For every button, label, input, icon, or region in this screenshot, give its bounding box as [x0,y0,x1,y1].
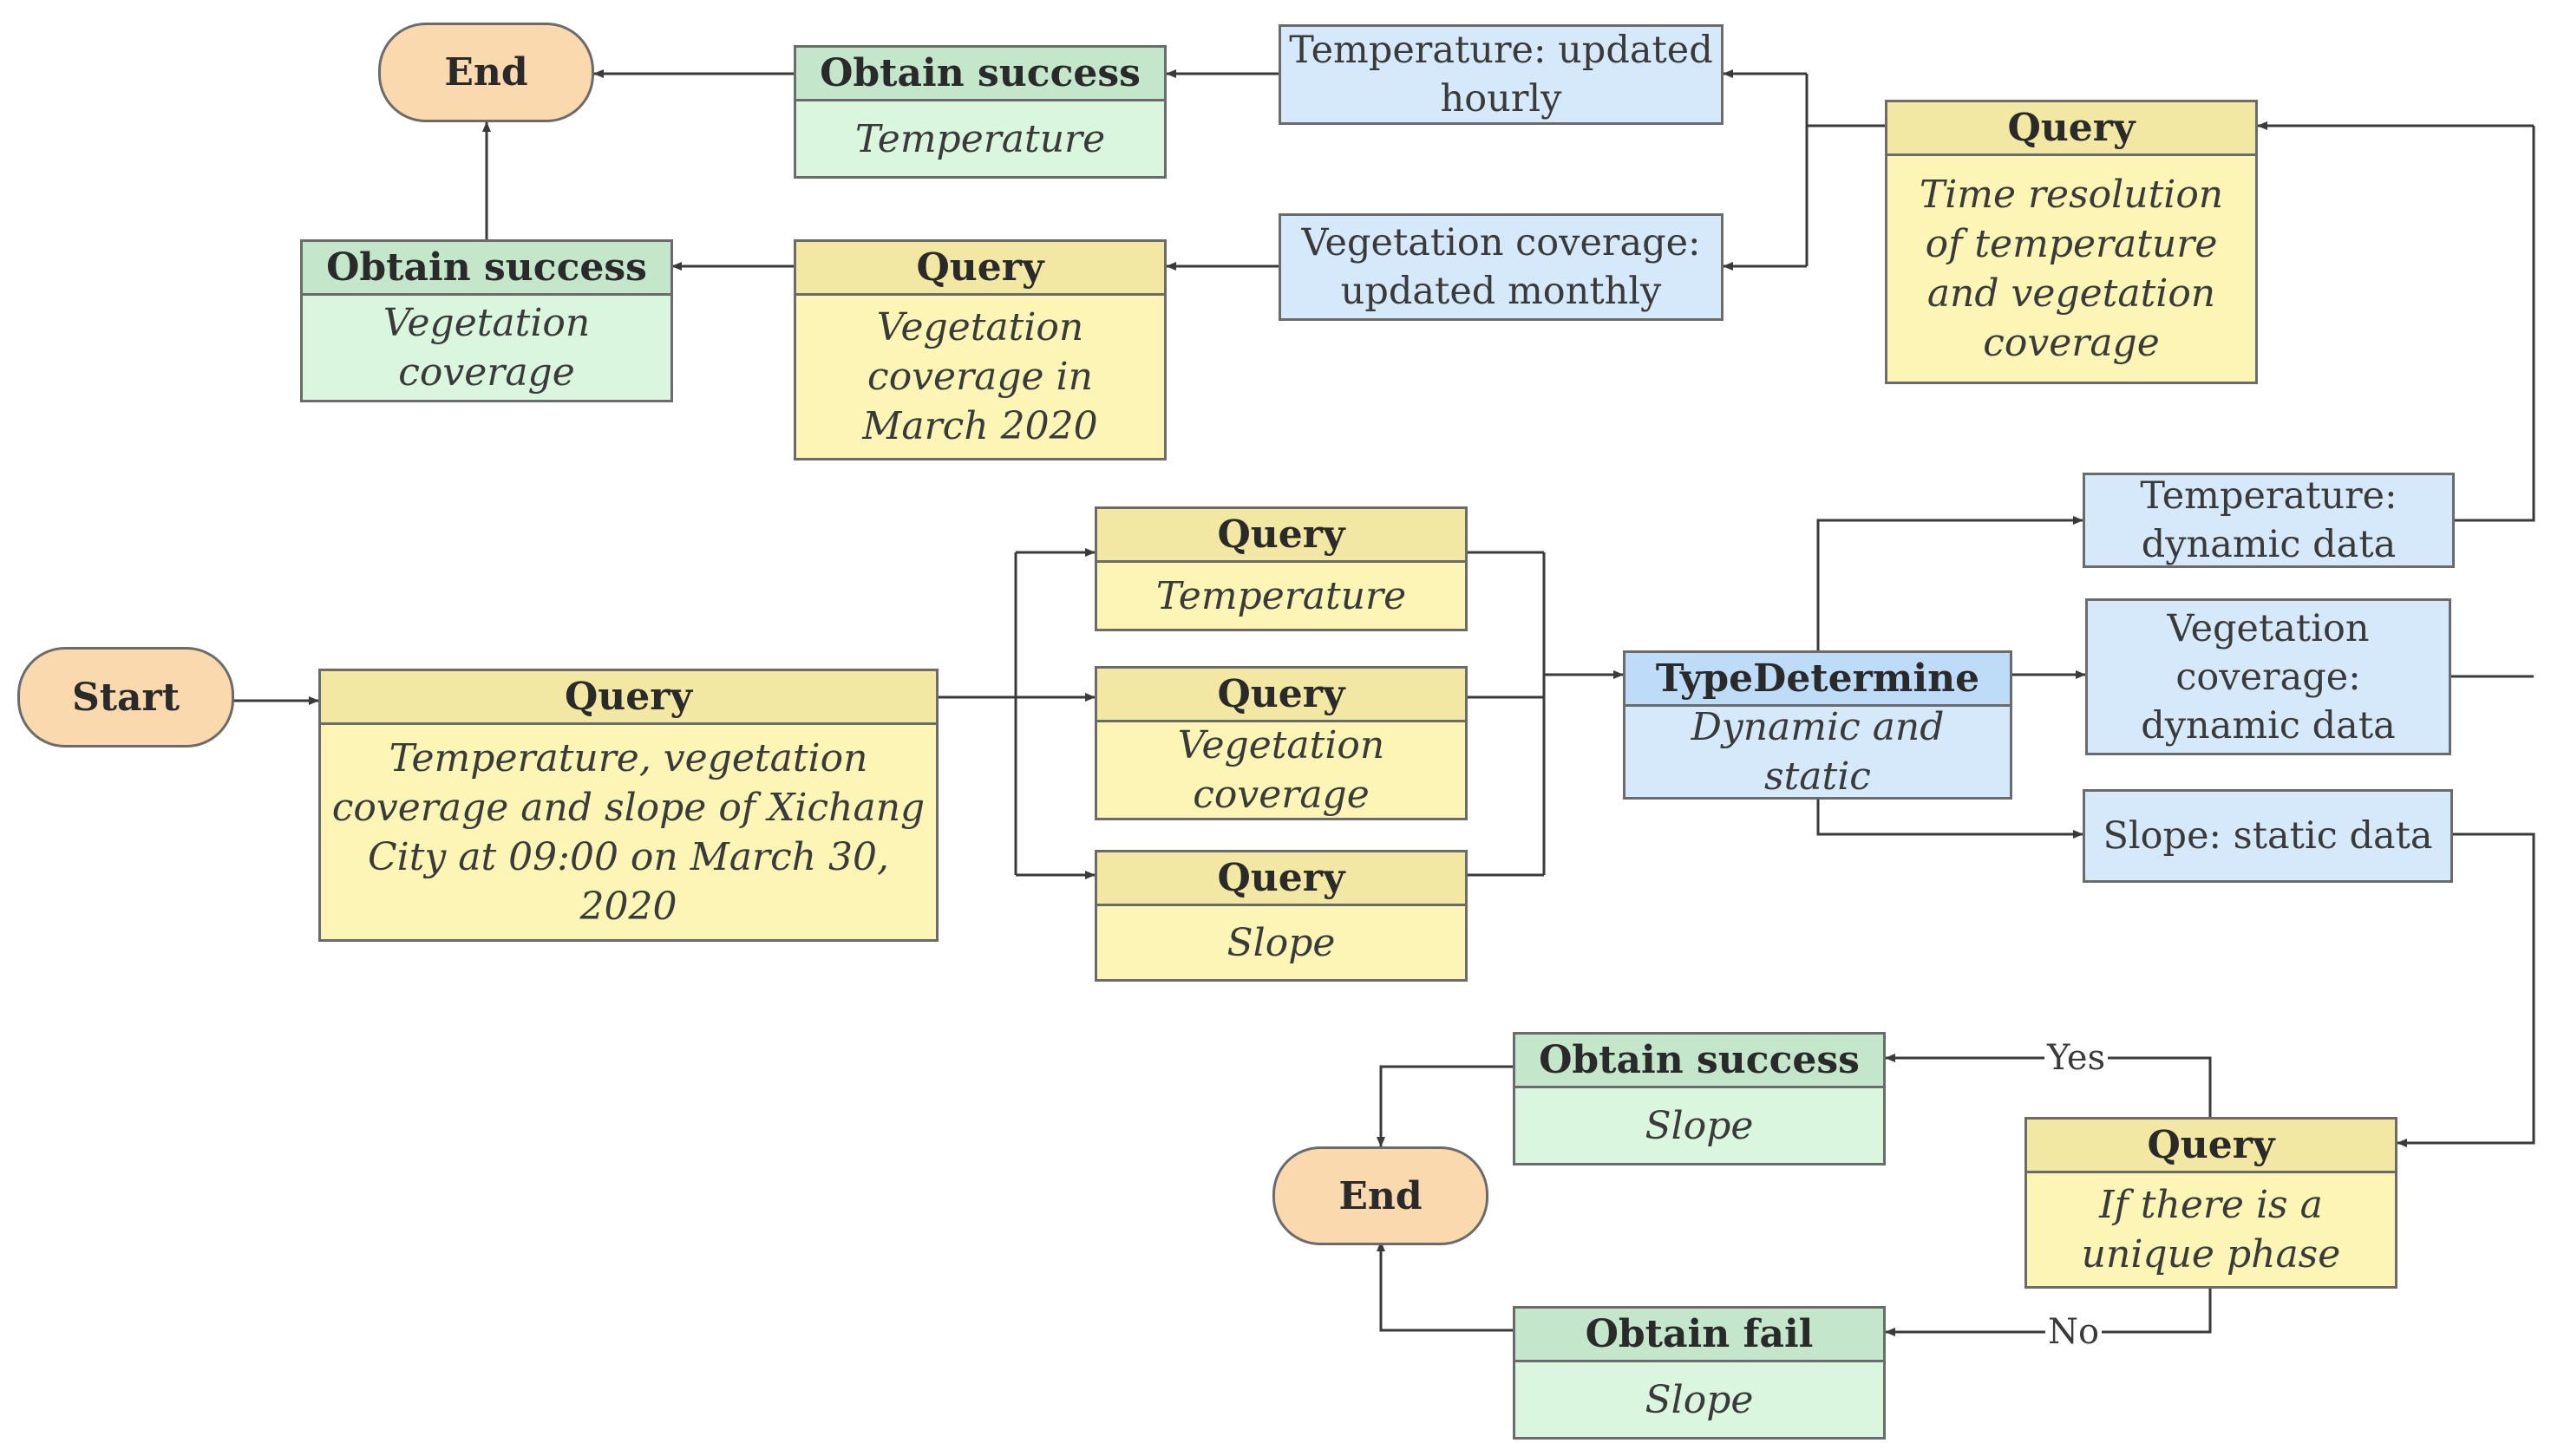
main-query-node: Query Temperature, vegetation coverage a… [318,669,939,942]
node-body: Slope [1645,1377,1754,1422]
query-slope-node: Query Slope [1095,850,1468,982]
info-temperature-dynamic: Temperature: dynamic data [2083,473,2455,568]
edge-no [1885,1289,2212,1336]
info-slope-static: Slope: static data [2083,789,2453,883]
edge-label-yes: Yes [2044,1038,2109,1078]
obtain-fail-slope-node: Obtain fail Slope [1513,1306,1886,1440]
node-header: Query [2027,1120,2395,1173]
node-header: Obtain success [1515,1035,1883,1088]
node-header: Obtain success [303,242,670,296]
node-header: Query [1097,509,1465,563]
node-body: Vegetation coverage [1177,723,1385,817]
type-determine-node: TypeDetermine Dynamic and static [1623,650,2012,800]
edge-success-slope-to-end [1377,1065,1513,1147]
obtain-success-vegetation-node: Obtain success Vegetation coverage [300,239,673,402]
node-body: Time resolution of temperature and veget… [1919,173,2224,365]
info-vegetation-monthly: Vegetation coverage: updated monthly [1279,213,1724,321]
node-body: Slope [1226,920,1336,965]
info-temperature-hourly: Temperature: updated hourly [1279,24,1724,125]
node-body: Temperature [854,116,1106,161]
node-header: Query [1097,669,1465,722]
edge-fail-slope-to-end [1377,1241,1513,1332]
query-unique-phase-node: Query If there is a unique phase [2024,1117,2397,1289]
node-header: Query [321,671,936,725]
edge-label-no: No [2045,1312,2103,1352]
node-body: Temperature [1155,573,1407,618]
edge-to-unique-phase [2397,832,2535,1147]
node-header: Query [1097,852,1465,906]
query-time-resolution-node: Query Time resolution of temperature and… [1885,100,2258,384]
node-header: TypeDetermine [1625,653,2010,707]
query-temperature-node: Query Temperature [1095,506,1468,631]
start-terminal: Start [17,647,234,748]
edge-temp-dynamic-out [2455,126,2535,522]
edge-to-slope-static [1816,791,2083,839]
info-vegetation-dynamic: Vegetation coverage: dynamic data [2085,598,2451,755]
edge-time-resolution-out [1805,74,1885,127]
node-body: Slope [1645,1103,1754,1148]
node-header: Query [1887,102,2255,156]
node-header: Obtain success [796,48,1164,101]
node-body: If there is a unique phase [2081,1183,2341,1276]
query-vegetation-node: Query Vegetation coverage [1095,666,1468,820]
node-body: Dynamic and static [1691,705,1945,799]
node-body: Temperature, vegetation coverage and slo… [331,735,926,929]
end-terminal-bottom: End [1272,1146,1488,1245]
edge-yes [1885,1054,2212,1117]
node-header: Obtain fail [1515,1309,1883,1362]
query-vegetation-march-node: Query Vegetation coverage in March 2020 [794,239,1167,460]
edge-to-temp-dynamic [1816,516,2083,650]
node-body: Vegetation coverage in March 2020 [862,305,1098,448]
node-header: Query [796,242,1164,296]
end-terminal-top: End [378,23,594,122]
obtain-success-slope-node: Obtain success Slope [1513,1032,1886,1165]
node-body: Vegetation coverage [383,301,591,395]
obtain-success-temperature-node: Obtain success Temperature [794,45,1167,179]
